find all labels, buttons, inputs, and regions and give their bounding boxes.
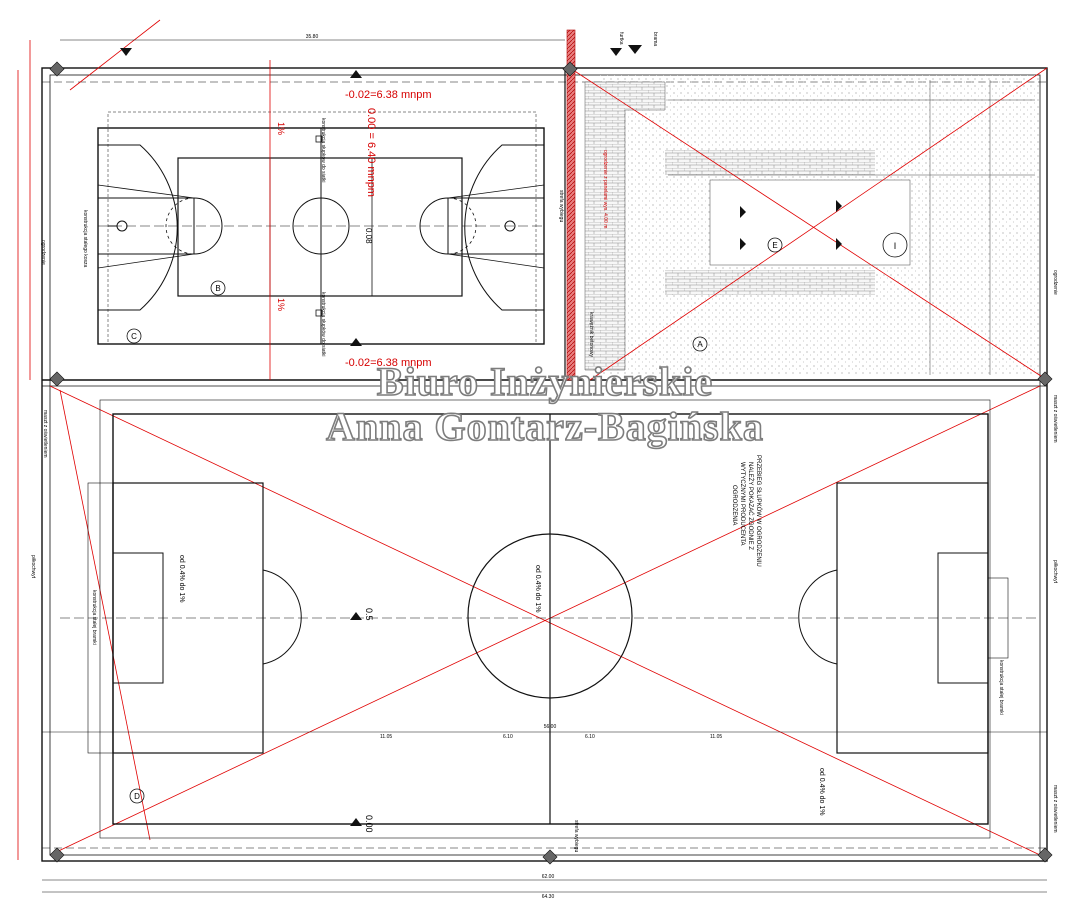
red-fence-label: ogrodzenie z panelami wys. 4.00 m xyxy=(602,150,608,228)
fence-label-right: ogrodzenie xyxy=(1052,270,1058,295)
dim-half-b-right: 6.10 xyxy=(585,734,595,740)
dimension-lines xyxy=(42,39,1047,893)
bb-slope-top: 1% xyxy=(276,122,286,135)
marker-a: A xyxy=(697,340,703,349)
marker-d: D xyxy=(134,792,140,801)
football-markers: D A E I xyxy=(129,232,908,804)
fence-label-left: ogrodzenie xyxy=(40,240,46,265)
marker-e: E xyxy=(772,241,777,250)
dim-half-a-right: 11.05 xyxy=(710,734,722,740)
bb-hoop-label: konstrukcja stałego kosza xyxy=(82,210,88,267)
note-line-3: WYTYCZNYMI PRODUCENTA xyxy=(739,462,745,546)
bb-slope-bottom: 1% xyxy=(276,298,286,311)
bb-level-top: -0.02=6.38 mnpm xyxy=(345,89,432,101)
level-markers xyxy=(120,45,842,826)
basketball-markers: B C xyxy=(126,280,226,344)
note-line-1: PRZEBIEG SŁUPKÓW W OGRODZENIU xyxy=(755,455,762,567)
mast-label-left: maszt z oświetleniem xyxy=(42,410,48,458)
football-pitch xyxy=(42,399,1047,839)
fp-bottom-level: 0.00 xyxy=(364,815,374,833)
curb-label: krawężnik betonowy xyxy=(588,312,594,358)
gate-label: furtka xyxy=(618,32,624,45)
catch-net-right: piłkochwyt xyxy=(1052,560,1058,584)
fence-note: PRZEBIEG SŁUPKÓW W OGRODZENIU NALEŻY POK… xyxy=(731,455,762,567)
bb-level-bottom: -0.02=6.38 mnpm xyxy=(345,357,432,369)
fp-slope-right: od 0.4% do 1% xyxy=(818,768,825,815)
bb-level-center: 0.00 = 6.40 mnpm xyxy=(365,108,377,197)
fp-goal-label-right: konstrukcja stałej bramki xyxy=(998,660,1004,715)
marker-b: B xyxy=(215,284,220,293)
note-line-4: OGRODZENIA xyxy=(731,485,737,525)
note-line-2: NALEŻY POKAZAĆ ZGODNIE Z xyxy=(747,462,754,550)
fp-slope-center: od 0.4% do 1% xyxy=(534,565,541,612)
dim-half-b-left: 6.10 xyxy=(503,734,513,740)
bb-center-height: 0.08 xyxy=(364,228,373,244)
mast-label-right: maszt z oświetleniem xyxy=(1052,395,1058,443)
red-boundary-strip xyxy=(566,29,576,381)
gate-big-label: brama xyxy=(652,32,658,46)
fp-slope-left: od 0.4% do 1% xyxy=(178,555,185,602)
marker-c: C xyxy=(131,332,137,341)
bb-post-label-bottom: konstrukcja słupków do siatki xyxy=(320,292,326,356)
bb-post-label-top: konstrukcja słupków do siatki xyxy=(320,118,326,182)
fp-goal-label-left: konstrukcja stałej bramki xyxy=(91,590,97,645)
basketball-court xyxy=(97,111,545,345)
bb-exit-label: strefa wybiegu xyxy=(558,190,564,222)
fp-center-level: 0.5 xyxy=(364,608,374,621)
marker-i: I xyxy=(894,241,897,251)
fp-exit-label: strefa wybiegu xyxy=(573,820,579,852)
mast-label-bottom: maszt z oświetleniem xyxy=(1052,785,1058,833)
dim-pitch-center: 56.00 xyxy=(544,724,557,730)
plaza-area xyxy=(584,75,1040,375)
catch-net-left: piłkochwyt xyxy=(30,555,36,579)
red-construction-lines xyxy=(17,19,1048,860)
dim-total-width: 64.30 xyxy=(542,894,555,900)
light-masts xyxy=(49,61,1053,865)
watermark-line-1: Biuro Inżynierskie xyxy=(377,359,713,404)
watermark-line-2: Anna Gontarz-Bagińska xyxy=(326,404,764,449)
dim-top-span: 35.80 xyxy=(306,34,319,40)
dim-half-a-left: 11.05 xyxy=(380,734,392,740)
dim-inner-width: 62.00 xyxy=(542,874,555,880)
